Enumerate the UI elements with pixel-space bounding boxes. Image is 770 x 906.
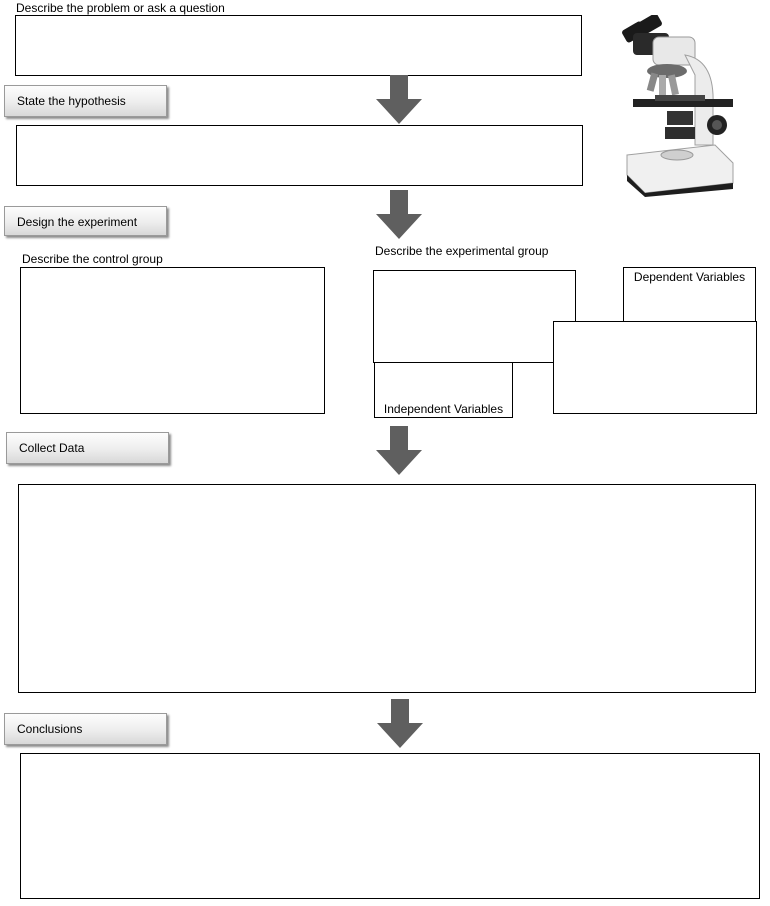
dependent-variables-label: Dependent Variables <box>633 270 746 284</box>
conclusions-box[interactable] <box>20 753 760 899</box>
design-experiment-button[interactable]: Design the experiment <box>4 206 167 236</box>
dependent-variables-answer-box[interactable] <box>553 321 757 414</box>
dependent-variables-box[interactable]: Dependent Variables <box>623 267 756 327</box>
hypothesis-answer-box[interactable] <box>16 125 583 186</box>
microscope-icon <box>622 13 734 197</box>
down-arrow-icon <box>376 75 422 124</box>
collect-data-box[interactable] <box>18 484 756 693</box>
experimental-group-label: Describe the experimental group <box>375 244 549 258</box>
control-group-label: Describe the control group <box>22 252 163 266</box>
state-hypothesis-button[interactable]: State the hypothesis <box>4 85 167 117</box>
conclusions-button[interactable]: Conclusions <box>4 713 167 745</box>
collect-data-button[interactable]: Collect Data <box>6 432 169 464</box>
problem-answer-box[interactable] <box>15 15 582 76</box>
problem-label: Describe the problem or ask a question <box>16 1 225 15</box>
control-group-box[interactable] <box>20 267 325 414</box>
independent-variables-label: Independent Variables <box>383 402 504 416</box>
down-arrow-icon <box>377 699 423 748</box>
down-arrow-icon <box>376 190 422 239</box>
experimental-group-box[interactable] <box>373 270 576 363</box>
down-arrow-icon <box>376 426 422 475</box>
microscope-image <box>615 13 740 197</box>
